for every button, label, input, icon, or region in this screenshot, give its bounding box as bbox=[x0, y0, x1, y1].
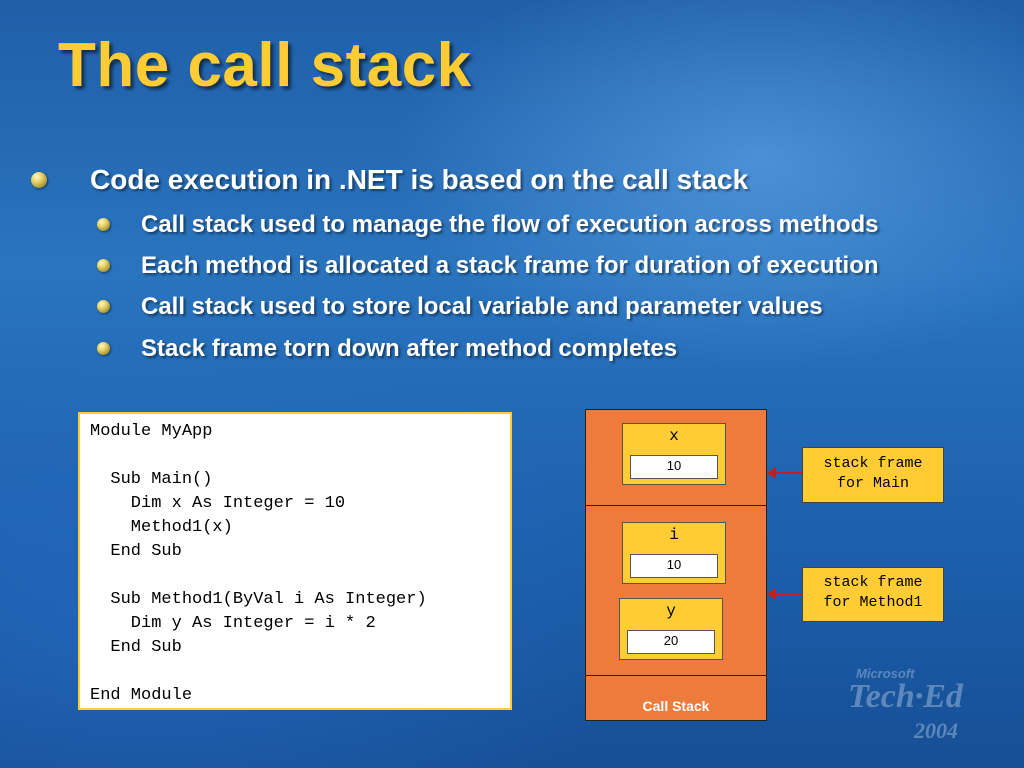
bullet-sub-text: Stack frame torn down after method compl… bbox=[141, 335, 678, 362]
slide-title: The call stack bbox=[58, 31, 472, 100]
stack-divider bbox=[586, 675, 766, 676]
bullet-icon bbox=[97, 342, 110, 355]
code-line: End Sub bbox=[90, 638, 182, 657]
frame-label-line: stack frame bbox=[823, 455, 923, 472]
bullet-icon bbox=[97, 259, 110, 272]
frame-label-method1: stack frame for Method1 bbox=[802, 567, 944, 622]
code-box: Module MyApp Sub Main() Dim x As Integer… bbox=[78, 412, 512, 710]
teched-logo: Microsoft Tech·Ed 2004 bbox=[848, 666, 988, 746]
stack-label: Call Stack bbox=[642, 698, 710, 714]
bullet-sub-2: Each method is allocated a stack frame f… bbox=[97, 252, 879, 280]
code-line: Method1(x) bbox=[90, 518, 233, 537]
stack-var-i: i 10 bbox=[622, 522, 726, 584]
stack-var-y: y 20 bbox=[619, 598, 723, 660]
frame-label-line: for Main bbox=[836, 475, 909, 492]
logo-name: Tech·Ed bbox=[848, 678, 963, 715]
call-stack: x 10 i 10 y 20 Call Stack bbox=[585, 409, 767, 721]
var-value: 10 bbox=[630, 455, 718, 479]
bullet-sub-4: Stack frame torn down after method compl… bbox=[97, 335, 678, 363]
frame-label-main: stack frame for Main bbox=[802, 447, 944, 503]
arrow-icon bbox=[767, 467, 802, 479]
bullet-main: Code execution in .NET is based on the c… bbox=[31, 164, 749, 196]
bullet-icon bbox=[97, 218, 110, 231]
bullet-sub-3: Call stack used to store local variable … bbox=[97, 293, 823, 321]
var-name: i bbox=[669, 526, 679, 544]
frame-label-line: for Method1 bbox=[823, 594, 923, 611]
var-name: x bbox=[669, 427, 679, 445]
logo-maker: Microsoft bbox=[856, 666, 915, 681]
bullet-sub-text: Call stack used to manage the flow of ex… bbox=[141, 211, 879, 238]
code-line: Sub Main() bbox=[90, 470, 213, 489]
bullet-sub-text: Call stack used to store local variable … bbox=[141, 293, 823, 320]
bullet-sub-1: Call stack used to manage the flow of ex… bbox=[97, 211, 879, 239]
stack-divider bbox=[586, 505, 766, 506]
code-line: Dim y As Integer = i * 2 bbox=[90, 614, 376, 633]
bullet-sub-text: Each method is allocated a stack frame f… bbox=[141, 252, 879, 279]
code-line: Dim x As Integer = 10 bbox=[90, 494, 346, 513]
var-name: y bbox=[666, 602, 676, 620]
arrow-icon bbox=[767, 588, 802, 600]
bullet-main-text: Code execution in .NET is based on the c… bbox=[90, 164, 749, 195]
logo-year: 2004 bbox=[914, 718, 958, 743]
code-line: Module MyApp bbox=[90, 422, 213, 441]
bullet-icon bbox=[31, 172, 47, 188]
stack-var-x: x 10 bbox=[622, 423, 726, 485]
code-line: End Sub bbox=[90, 542, 182, 561]
code-line: Sub Method1(ByVal i As Integer) bbox=[90, 590, 427, 609]
frame-label-line: stack frame bbox=[823, 574, 923, 591]
var-value: 20 bbox=[627, 630, 715, 654]
var-value: 10 bbox=[630, 554, 718, 578]
bullet-icon bbox=[97, 300, 110, 313]
code-line: End Module bbox=[90, 686, 193, 705]
